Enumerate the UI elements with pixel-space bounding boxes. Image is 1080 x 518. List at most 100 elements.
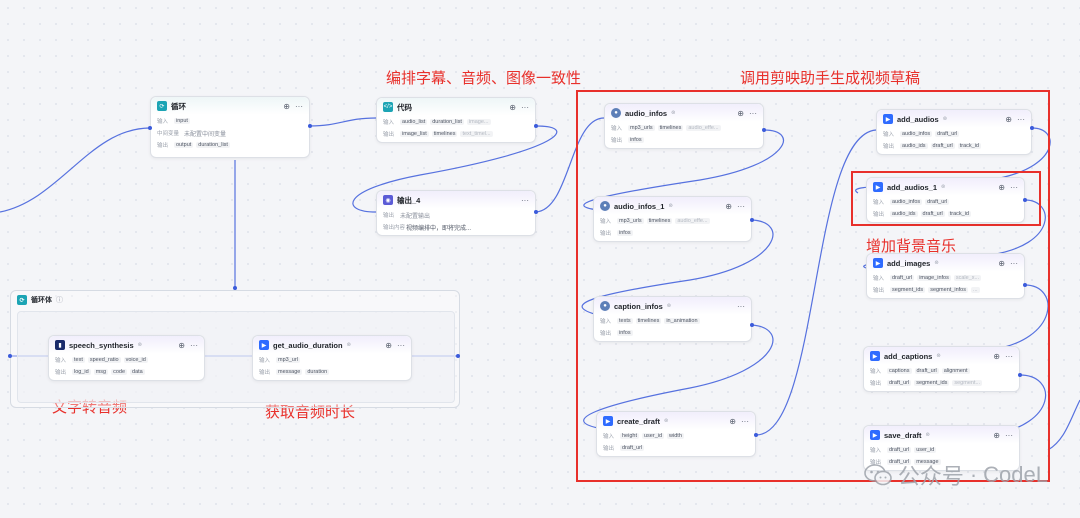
- add-icon[interactable]: ⊕: [998, 182, 1005, 192]
- watermark: 公众号 · CodeL: [864, 459, 1048, 491]
- add-icon[interactable]: ⊕: [737, 108, 744, 118]
- more-icon[interactable]: ···: [741, 416, 749, 426]
- tag-icon: ⊜: [137, 342, 142, 348]
- output-label: 输出: [870, 381, 882, 387]
- port[interactable]: [456, 354, 460, 358]
- param: height: [620, 433, 639, 439]
- port[interactable]: [308, 124, 312, 128]
- add-icon[interactable]: ⊕: [993, 430, 1000, 440]
- tag-icon: ⊜: [925, 432, 930, 438]
- param: infos: [628, 137, 644, 143]
- param: draft_url: [887, 459, 912, 465]
- input-label: 输入: [157, 119, 169, 125]
- add-icon[interactable]: ⊕: [509, 102, 516, 112]
- watermark-name: CodeL: [983, 462, 1048, 487]
- port[interactable]: [754, 433, 758, 437]
- param: log_id: [72, 369, 91, 375]
- more-icon[interactable]: ···: [1005, 351, 1013, 361]
- param: message: [914, 459, 941, 465]
- add-icon[interactable]: ⊕: [993, 351, 1000, 361]
- param: audio_infos: [890, 199, 923, 205]
- more-icon[interactable]: ···: [397, 340, 405, 350]
- port[interactable]: [233, 286, 237, 290]
- node-title: 循环: [171, 101, 186, 111]
- port[interactable]: [750, 218, 754, 222]
- add-icon[interactable]: ⊕: [1005, 114, 1012, 124]
- more-icon[interactable]: ···: [749, 108, 757, 118]
- more-icon[interactable]: ···: [1017, 114, 1025, 124]
- add-icon[interactable]: ⊕: [725, 201, 732, 211]
- port[interactable]: [534, 124, 538, 128]
- param: output: [174, 142, 194, 148]
- param: track_id: [947, 211, 971, 217]
- port[interactable]: [762, 128, 766, 132]
- port[interactable]: [148, 126, 152, 130]
- param: message: [276, 369, 303, 375]
- param: duration_list: [430, 119, 464, 125]
- more-icon[interactable]: ···: [737, 201, 745, 211]
- port[interactable]: [534, 210, 538, 214]
- more-icon[interactable]: ···: [737, 301, 745, 311]
- wechat-icon: [864, 464, 892, 486]
- node-title: create_draft: [617, 416, 660, 426]
- input-label: 输入: [873, 200, 885, 206]
- more-icon[interactable]: ···: [1010, 182, 1018, 192]
- capcut-icon: ▶: [873, 258, 883, 268]
- node-title: 输出_4: [397, 195, 421, 205]
- add-icon[interactable]: ⊕: [729, 416, 736, 426]
- param: input: [174, 118, 190, 124]
- more-icon[interactable]: ···: [1010, 258, 1018, 268]
- capcut-icon: ▶: [259, 340, 269, 350]
- port[interactable]: [1023, 283, 1027, 287]
- param: draft_url: [920, 211, 945, 217]
- output-label: 输出: [600, 331, 612, 337]
- param: timelines: [646, 218, 673, 224]
- port[interactable]: [1018, 373, 1022, 377]
- param: image...: [466, 119, 491, 125]
- port[interactable]: [1023, 198, 1027, 202]
- param: draft_url: [914, 368, 939, 374]
- param: duration_list: [196, 142, 230, 148]
- more-icon[interactable]: ···: [521, 195, 529, 205]
- more-icon[interactable]: ···: [1005, 430, 1013, 440]
- port[interactable]: [750, 323, 754, 327]
- output4-node[interactable]: ◉ 输出_4 ··· 输出未配置输出 输出内容视频编排中，即将完成...: [376, 190, 536, 236]
- bgm-highlight-box: [851, 171, 1041, 226]
- port[interactable]: [1030, 126, 1034, 130]
- param: segment_ids: [890, 287, 926, 293]
- param: draft_url: [887, 380, 912, 386]
- output-label: 输出: [383, 213, 395, 219]
- node-title: add_audios_1: [887, 182, 938, 192]
- more-icon[interactable]: ···: [521, 102, 529, 112]
- code-icon: </>: [383, 102, 393, 112]
- more-icon[interactable]: ···: [190, 340, 198, 350]
- input-label: 输入: [870, 448, 882, 454]
- more-icon[interactable]: ···: [295, 101, 303, 111]
- add-icon[interactable]: ⊕: [998, 258, 1005, 268]
- add-icon[interactable]: ⊕: [385, 340, 392, 350]
- port[interactable]: [8, 354, 12, 358]
- add-icon[interactable]: ⊕: [178, 340, 185, 350]
- param: code: [111, 369, 128, 375]
- add-icon[interactable]: ⊕: [283, 101, 290, 111]
- param: voice_id: [123, 357, 148, 363]
- param: draft_url: [935, 131, 960, 137]
- param: msg: [93, 369, 109, 375]
- node-title: speech_synthesis: [69, 340, 134, 350]
- output-label: 输出: [600, 231, 612, 237]
- capcut-icon: ▶: [873, 182, 883, 192]
- input-label: 输入: [873, 276, 885, 282]
